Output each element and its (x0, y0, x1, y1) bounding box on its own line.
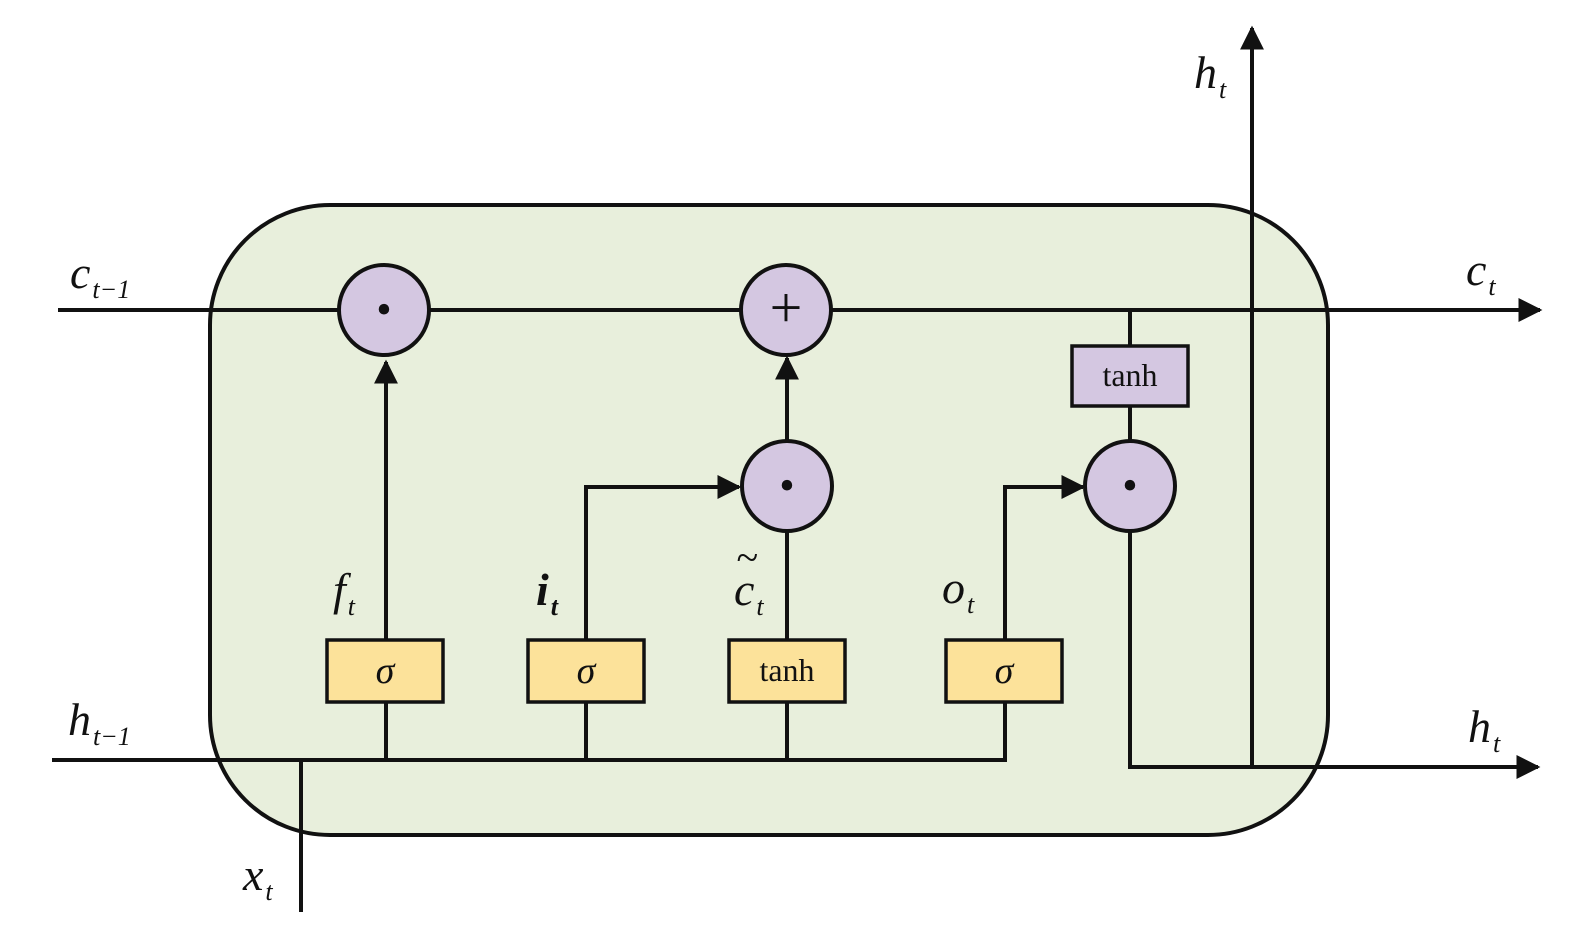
connections (52, 25, 1543, 912)
c-prev-label: ct−1 (70, 247, 130, 304)
add-symbol: + (770, 275, 803, 340)
hidden-output-line (1128, 530, 1541, 779)
x-input-label: xt (242, 849, 273, 906)
forget-gate-box (325, 638, 445, 704)
h-next-label: ht (1468, 701, 1501, 758)
output-to-mult-arrow (1003, 475, 1086, 640)
candidate-box-label: tanh (759, 652, 814, 688)
gate-boxes: σ σ tanh σ tanh (325, 344, 1190, 704)
input-gate-box (526, 638, 646, 704)
output-gate-label: σ (995, 650, 1015, 692)
cell-tanh-box (1070, 344, 1190, 408)
forget-multiply-node (337, 263, 431, 357)
cell-tanh-label: tanh (1102, 357, 1157, 393)
forget-multiply-symbol: • (376, 285, 391, 334)
forget-gate-label: σ (376, 650, 396, 692)
operators: • + • • (337, 263, 1177, 533)
output-gate-var-label: ot (942, 562, 975, 619)
output-gate-box (944, 638, 1064, 704)
candidate-tilde-accent: ~ (736, 535, 758, 580)
input-to-mult-arrow (584, 475, 742, 640)
add-node (739, 263, 833, 357)
candidate-box (727, 638, 847, 704)
variable-labels: ct−1 ct ht−1 ht ht xt ft it ct ~ ot (68, 47, 1501, 906)
h-prev-label: ht−1 (68, 694, 131, 751)
output-multiply-symbol: • (1122, 461, 1137, 510)
c-next-label: ct (1466, 244, 1496, 301)
input-multiply-node (740, 439, 834, 533)
input-gate-var-label: it (536, 564, 559, 621)
input-gate-label: σ (577, 650, 597, 692)
input-multiply-symbol: • (779, 461, 794, 510)
candidate-var-label: ct (734, 564, 764, 621)
h-top-label: ht (1194, 47, 1227, 104)
output-multiply-node (1083, 439, 1177, 533)
